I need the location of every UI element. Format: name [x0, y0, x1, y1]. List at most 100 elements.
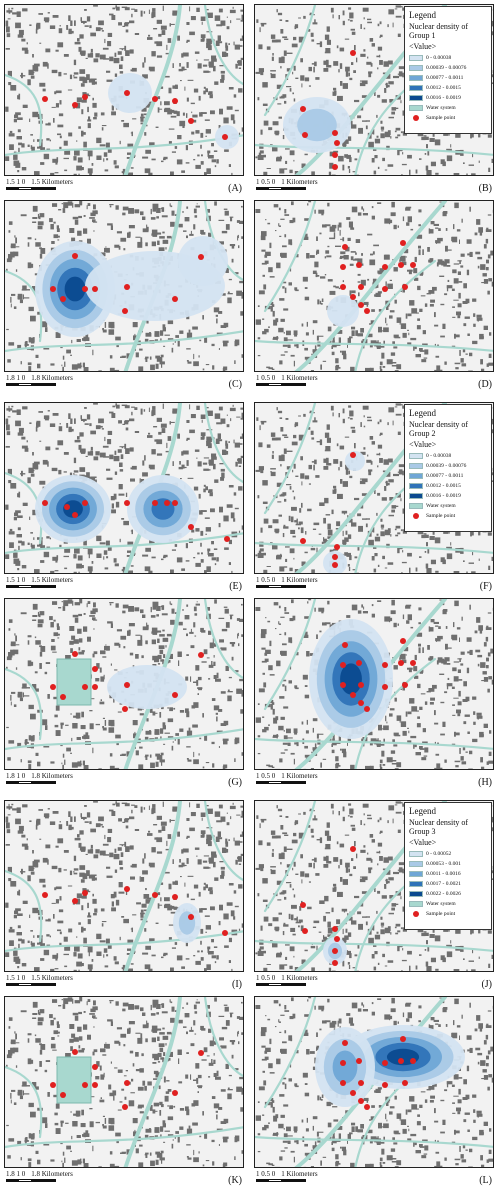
- sample-point: [82, 684, 88, 690]
- legend-class-label: 0 - 0.00038: [426, 55, 452, 61]
- sample-point: [122, 308, 128, 314]
- sample-point: [124, 886, 130, 892]
- sample-point: [342, 244, 348, 250]
- scale-bar-graphic: [6, 383, 56, 386]
- legend-swatch: [409, 463, 423, 469]
- legend-sample-row: Sample point: [409, 909, 487, 919]
- sample-point: [172, 1090, 178, 1096]
- legend-title: Legend: [409, 806, 436, 816]
- sample-point: [60, 1092, 66, 1098]
- legend-swatch: [409, 55, 423, 61]
- sample-point: [92, 684, 98, 690]
- sample-point: [332, 948, 338, 954]
- sample-point: [400, 1036, 406, 1042]
- map-canvas-E: [5, 403, 243, 573]
- scale-ticks: 1 0.5 0: [256, 178, 276, 186]
- scale-ticks: 1.8 1 0: [6, 374, 26, 382]
- sample-point: [72, 102, 78, 108]
- legend-sample-row: Sample point: [409, 113, 487, 123]
- legend-swatch: [409, 871, 423, 877]
- sample-point: [50, 684, 56, 690]
- sample-point: [164, 500, 170, 506]
- scale-ticks: 1.8 1 0: [6, 772, 26, 780]
- sample-point: [350, 452, 356, 458]
- sample-point: [82, 286, 88, 292]
- sample-point: [358, 302, 364, 308]
- legend-class-label: 0.00053 - 0.001: [426, 861, 461, 867]
- sample-point: [402, 1080, 408, 1086]
- legend-class-row: 0.00039 - 0.00076: [409, 461, 487, 471]
- legend-class-row: 0.0011 - 0.0016: [409, 869, 487, 879]
- legend-class-label: 0.0017 - 0.0021: [426, 881, 461, 887]
- sample-point: [382, 1082, 388, 1088]
- sample-point: [300, 106, 306, 112]
- map-A: [4, 4, 244, 176]
- scale-bar-graphic: [6, 585, 56, 588]
- legend-water-swatch: [409, 503, 423, 509]
- legend-swatch: [409, 881, 423, 887]
- scale-unit: 1 Kilometers: [281, 178, 318, 186]
- sample-point: [72, 898, 78, 904]
- legend-class-label: 0.00039 - 0.00076: [426, 65, 467, 71]
- legend-class-row: 0.0016 - 0.0019: [409, 491, 487, 501]
- legend-group-title: Nuclear density of Group 3: [409, 818, 469, 836]
- legend-class-label: 0.0012 - 0.0015: [426, 85, 461, 91]
- water-system: [5, 801, 243, 971]
- scale-ticks: 1.5 1 0: [6, 576, 26, 584]
- sample-point: [340, 1080, 346, 1086]
- sample-point: [342, 1040, 348, 1046]
- buildings-layer: [5, 403, 243, 573]
- legend-sample-label: Sample point: [426, 513, 456, 519]
- sample-point: [60, 694, 66, 700]
- scale-unit: 1.8 Kilometers: [31, 1170, 73, 1178]
- scale-bar: 1 0.5 0 1 Kilometers: [256, 178, 318, 190]
- sample-point: [398, 262, 404, 268]
- sample-point: [334, 544, 340, 550]
- legend-class-row: 0.00077 - 0.0011: [409, 471, 487, 481]
- scale-unit: 1 Kilometers: [281, 974, 318, 982]
- legend-class-label: 0.00077 - 0.0011: [426, 75, 464, 81]
- sample-point: [410, 660, 416, 666]
- sample-point-icon: [413, 513, 419, 519]
- panel-label: (E): [229, 581, 242, 592]
- legend-water-swatch: [409, 901, 423, 907]
- sample-point: [302, 132, 308, 138]
- legend-class-label: 0.00039 - 0.00076: [426, 463, 467, 469]
- scale-bar-graphic: [256, 781, 306, 784]
- sample-point: [198, 1050, 204, 1056]
- legend-class-row: 0.0012 - 0.0015: [409, 83, 487, 93]
- scale-ticks: 1.5 1 0: [6, 178, 26, 186]
- sample-point: [92, 286, 98, 292]
- map-canvas-L: [255, 997, 493, 1167]
- legend-sample-row: Sample point: [409, 511, 487, 521]
- sample-point: [364, 706, 370, 712]
- sample-point: [60, 296, 66, 302]
- sample-point: [410, 1058, 416, 1064]
- sample-point: [358, 1098, 364, 1104]
- density-level-1: [107, 665, 187, 709]
- scale-unit: 1.8 Kilometers: [31, 374, 73, 382]
- legend-class-row: 0.0012 - 0.0015: [409, 481, 487, 491]
- legend-group-title: Nuclear density of Group 1: [409, 22, 469, 40]
- sample-point: [342, 642, 348, 648]
- legend-class-row: 0.0017 - 0.0021: [409, 879, 487, 889]
- sample-point: [124, 1080, 130, 1086]
- sample-point: [410, 262, 416, 268]
- water-system: [5, 403, 243, 573]
- sample-point: [82, 1082, 88, 1088]
- buildings-layer: [5, 801, 243, 971]
- legend-class-label: 0.0011 - 0.0016: [426, 871, 461, 877]
- panel-label: (K): [228, 1175, 242, 1186]
- scale-unit: 1.5 Kilometers: [31, 974, 73, 982]
- sample-point: [172, 98, 178, 104]
- sample-point: [350, 294, 356, 300]
- panel-label: (F): [479, 581, 492, 592]
- sample-point: [92, 1082, 98, 1088]
